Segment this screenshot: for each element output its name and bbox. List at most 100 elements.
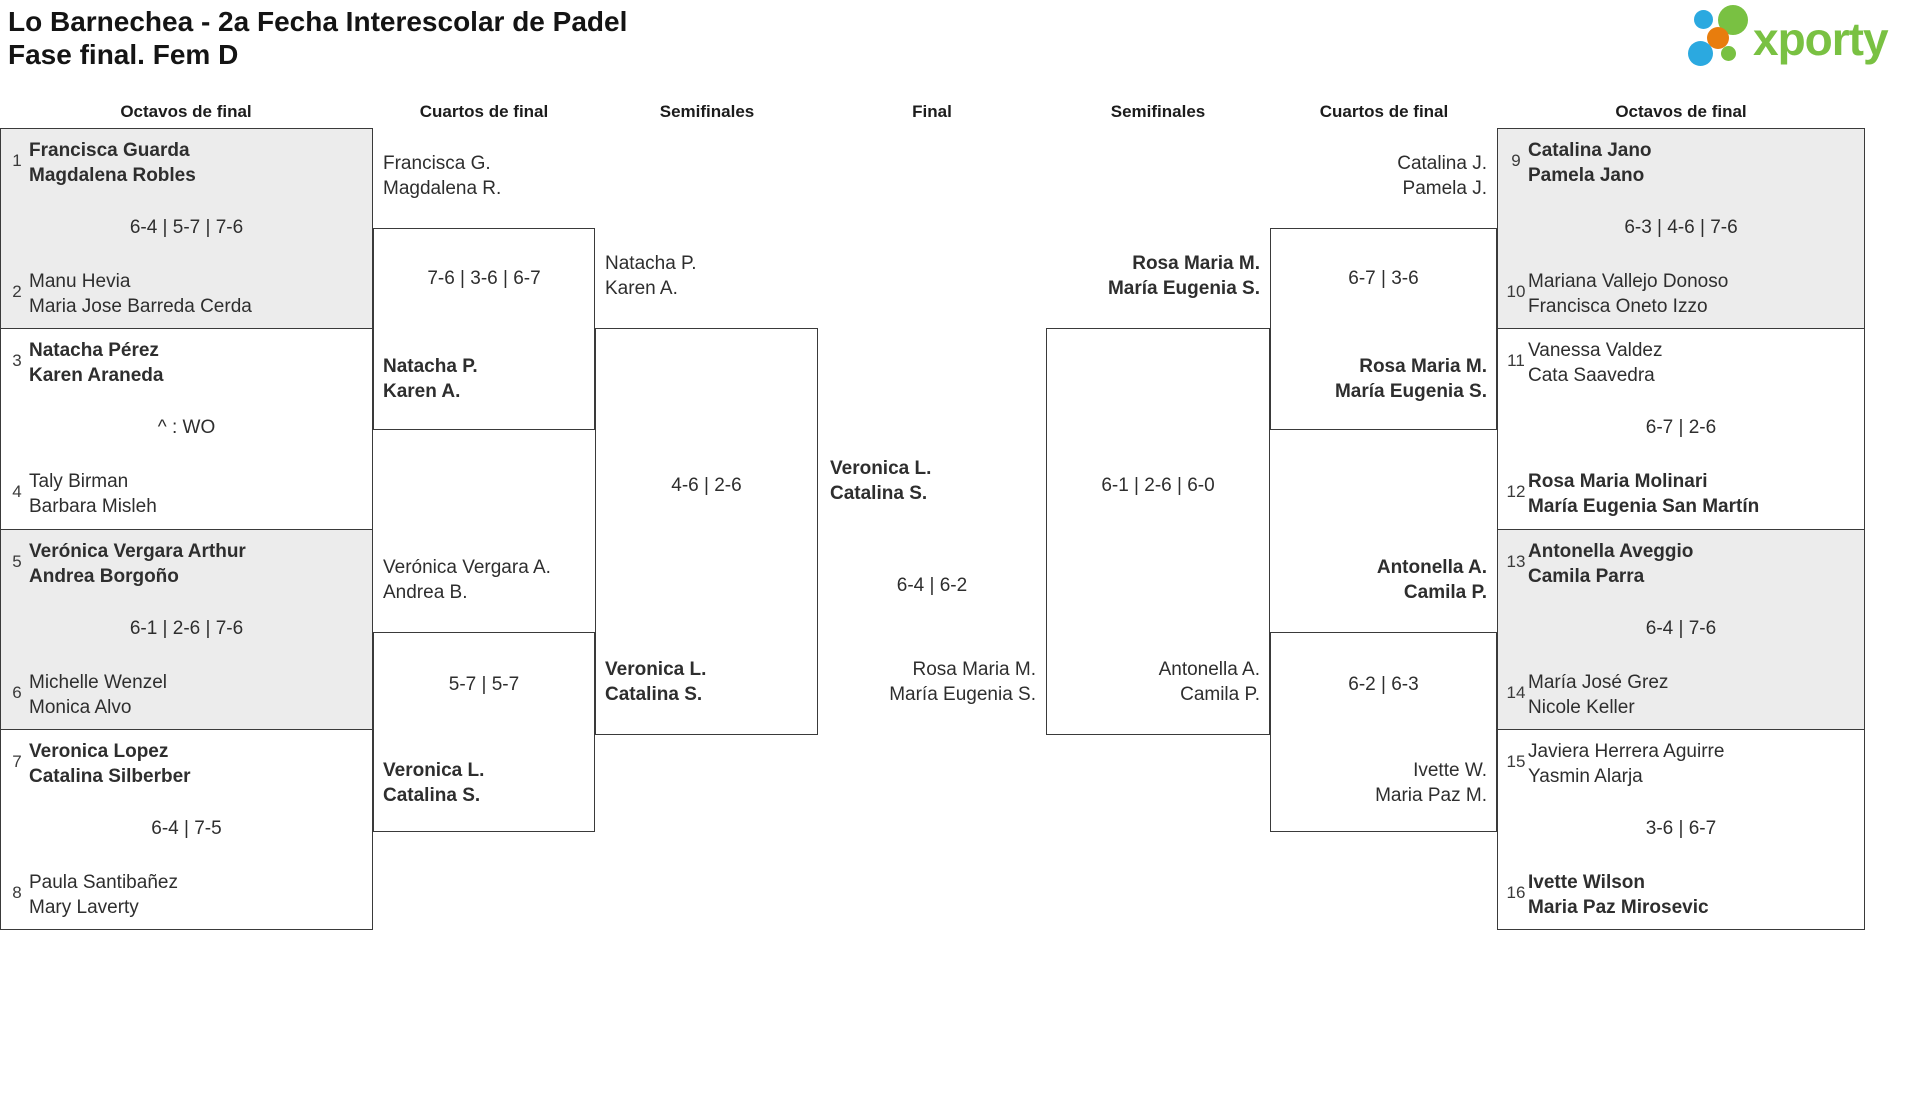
player-name: Vanessa Valdez xyxy=(1528,340,1663,362)
team-names: Antonella A. Camila P. xyxy=(1270,555,1487,605)
seed-number: 11 xyxy=(1507,351,1525,371)
player-name: María Eugenia S. xyxy=(889,684,1036,705)
team-names: Verónica Vergara Arthur Andrea Borgoño xyxy=(29,539,246,589)
round-header-final: Final xyxy=(912,102,952,121)
player-name: Veronica L. xyxy=(605,659,707,680)
player-name: Rosa Maria M. xyxy=(1359,356,1487,377)
octavos-right-column: 9 Catalina Jano Pamela Jano 6-3 | 4-6 | … xyxy=(1497,128,1865,930)
player-name: Ivette W. xyxy=(1413,760,1487,781)
match-octavos-4: 7 Veronica Lopez Catalina Silberber 6-4 … xyxy=(1,728,372,929)
team-row: 13 Antonella Aveggio Camila Parra xyxy=(1504,539,1858,589)
team-names: Francisca Guarda Magdalena Robles xyxy=(29,138,196,188)
match-score: 6-3 | 4-6 | 7-6 xyxy=(1624,217,1738,238)
team-names: Natacha P. Karen A. xyxy=(605,251,697,301)
team-names: Taly Birman Barbara Misleh xyxy=(29,469,157,519)
seed-number: 13 xyxy=(1506,551,1526,571)
match-octavos-3: 5 Verónica Vergara Arthur Andrea Borgoño… xyxy=(1,528,372,729)
player-name: Maria Jose Barreda Cerda xyxy=(29,296,252,317)
team-names: Rosa Maria M. María Eugenia S. xyxy=(1270,354,1487,404)
player-name: Catalina Silberber xyxy=(29,765,191,787)
player-name: Pamela Jano xyxy=(1528,165,1645,186)
team-names: Veronica Lopez Catalina Silberber xyxy=(29,739,191,789)
player-name: Cata Saavedra xyxy=(1528,365,1655,387)
player-name: Javiera Herrera Aguirre xyxy=(1528,740,1725,762)
team-names: Natacha P. Karen A. xyxy=(383,354,478,404)
team-names: Ivette Wilson Maria Paz Mirosevic xyxy=(1528,870,1709,920)
player-name: Verónica Vergara Arthur xyxy=(29,540,246,562)
logo-dot-orange-icon xyxy=(1707,27,1729,49)
match-score: 4-6 | 2-6 xyxy=(671,475,742,496)
team-names: Veronica L. Catalina S. xyxy=(383,758,484,808)
player-name: Antonella A. xyxy=(1376,557,1487,578)
logo-dot-blue-small-icon xyxy=(1694,10,1713,29)
team-names: Ivette W. Maria Paz M. xyxy=(1270,758,1487,808)
seed-number: 1 xyxy=(12,151,22,170)
seed-number: 3 xyxy=(12,351,22,371)
player-name: Manu Hevia xyxy=(29,271,131,292)
player-name: Catalina J. xyxy=(1397,153,1487,174)
player-name: María Eugenia S. xyxy=(1334,381,1487,402)
match-octavos-5: 9 Catalina Jano Pamela Jano 6-3 | 4-6 | … xyxy=(1498,129,1864,329)
player-name: Catalina S. xyxy=(830,483,928,504)
round-header-octavos-left: Octavos de final xyxy=(120,102,252,121)
match-octavos-8: 15 Javiera Herrera Aguirre Yasmin Alarja… xyxy=(1498,728,1864,929)
player-name: Francisca Oneto Izzo xyxy=(1528,296,1708,317)
octavos-left-column: 1 Francisca Guarda Magdalena Robles 6-4 … xyxy=(0,128,373,930)
player-name: Ivette Wilson xyxy=(1528,871,1646,893)
player-name: Karen Araneda xyxy=(29,365,164,387)
player-name: Barbara Misleh xyxy=(29,496,157,518)
seed-number: 4 xyxy=(12,482,22,502)
match-score: 6-4 | 5-7 | 7-6 xyxy=(129,217,244,238)
seed-number: 6 xyxy=(12,682,22,702)
player-name: Catalina Jano xyxy=(1528,140,1652,161)
team-names: Mariana Vallejo Donoso Francisca Oneto I… xyxy=(1528,269,1728,319)
player-name: María Eugenia San Martín xyxy=(1528,496,1760,518)
seed-number: 12 xyxy=(1506,482,1526,502)
match-semifinal-left-box xyxy=(595,328,818,735)
team-names: Catalina J. Pamela J. xyxy=(1270,151,1487,201)
team-names: Javiera Herrera Aguirre Yasmin Alarja xyxy=(1528,739,1724,789)
match-octavos-1: 1 Francisca Guarda Magdalena Robles 6-4 … xyxy=(1,129,372,329)
xporty-logo[interactable]: xporty xyxy=(1688,4,1918,76)
player-name: Paula Santibañez xyxy=(29,871,178,893)
team-row: 8 Paula Santibañez Mary Laverty xyxy=(5,870,366,920)
player-name: Camila P. xyxy=(1180,684,1260,705)
seed-number: 10 xyxy=(1506,282,1526,301)
team-row: 3 Natacha Pérez Karen Araneda xyxy=(5,338,366,388)
seed-number: 16 xyxy=(1506,882,1526,902)
player-name: Antonella Aveggio xyxy=(1528,540,1694,562)
team-names: Antonella A. Camila P. xyxy=(1046,657,1260,707)
player-name: Taly Birman xyxy=(29,471,129,493)
team-row: 16 Ivette Wilson Maria Paz Mirosevic xyxy=(1504,870,1858,920)
team-names: Catalina Jano Pamela Jano xyxy=(1528,138,1652,188)
player-name: Karen A. xyxy=(383,381,461,402)
player-name: Rosa Maria Molinari xyxy=(1528,471,1708,493)
team-row: 15 Javiera Herrera Aguirre Yasmin Alarja xyxy=(1504,739,1858,789)
match-score: 6-1 | 2-6 | 6-0 xyxy=(1101,475,1215,496)
player-name: Verónica Vergara A. xyxy=(383,557,551,578)
player-name: Michelle Wenzel xyxy=(29,671,167,693)
seed-number: 15 xyxy=(1506,751,1526,771)
team-names: Manu Hevia Maria Jose Barreda Cerda xyxy=(29,269,252,319)
player-name: Magdalena Robles xyxy=(29,165,196,186)
player-name: Veronica L. xyxy=(830,458,932,479)
team-row: 12 Rosa Maria Molinari María Eugenia San… xyxy=(1504,469,1858,519)
player-name: Antonella A. xyxy=(1158,659,1260,680)
phase-subtitle: Fase final. Fem D xyxy=(8,39,239,70)
final-winner-names: Veronica L. Catalina S. xyxy=(830,456,931,506)
match-score: 6-4 | 7-5 xyxy=(151,817,222,839)
final-runnerup-names: Rosa Maria M. María Eugenia S. xyxy=(818,657,1036,707)
match-score: 7-6 | 3-6 | 6-7 xyxy=(427,268,541,289)
player-name: Camila P. xyxy=(1403,582,1487,603)
tournament-title: Lo Barnechea - 2a Fecha Interescolar de … xyxy=(8,6,628,37)
logo-dot-green-small-icon xyxy=(1721,46,1736,61)
match-score: 6-1 | 2-6 | 7-6 xyxy=(129,617,244,639)
team-names: Michelle Wenzel Monica Alvo xyxy=(29,670,167,720)
match-octavos-2: 3 Natacha Pérez Karen Araneda ^ : WO 4 T… xyxy=(1,328,372,529)
round-header-octavos-right: Octavos de final xyxy=(1615,102,1747,121)
player-name: Andrea Borgoño xyxy=(29,565,179,587)
player-name: Camila Parra xyxy=(1528,565,1645,587)
page-title: Lo Barnechea - 2a Fecha Interescolar de … xyxy=(8,5,627,71)
player-name: Francisca G. xyxy=(383,153,491,174)
